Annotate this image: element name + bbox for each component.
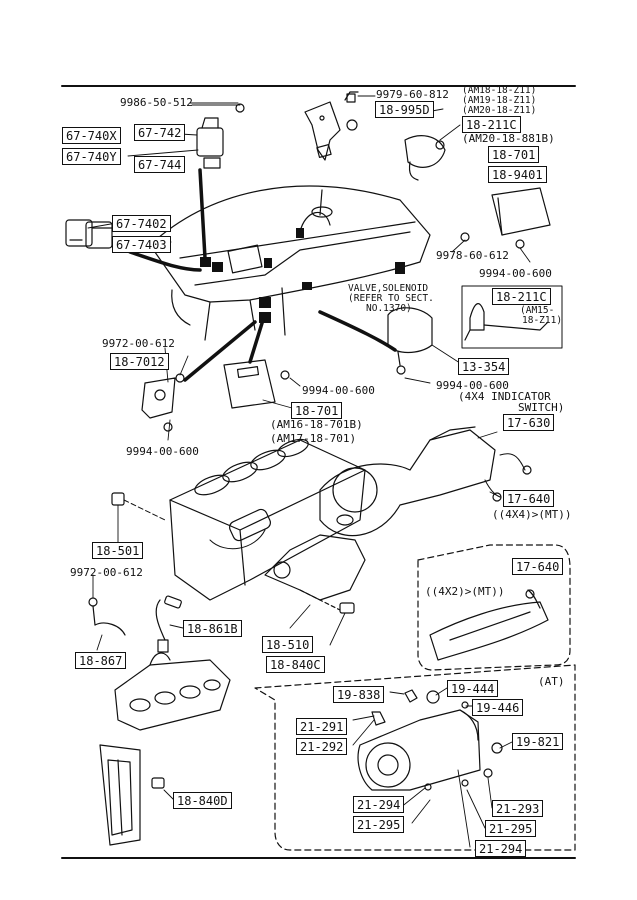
label-21-294-a: 21-294: [353, 796, 405, 813]
label-9994-00-600-c: 9994-00-600: [436, 379, 509, 392]
label-9994-00-600-a: 9994-00-600: [479, 267, 552, 280]
label-21-292: 21-292: [296, 738, 348, 755]
note-am15-z11: 18-Z11): [522, 315, 563, 326]
note-4x4-indicator: (4X4 INDICATOR: [458, 390, 551, 403]
label-18-840C: 18-840C: [266, 656, 325, 673]
label-67-7402: 67-7402: [112, 215, 171, 232]
label-19-446: 19-446: [472, 699, 524, 716]
note-4x4-mt: ((4X4)>(MT)): [492, 508, 572, 521]
label-19-838: 19-838: [333, 686, 385, 703]
label-67-740Y: 67-740Y: [62, 148, 121, 165]
label-67-742: 67-742: [134, 124, 186, 141]
label-21-295-a: 21-295: [353, 816, 405, 833]
at-region: [254, 664, 576, 851]
label-18-9401: 18-9401: [488, 166, 547, 183]
engine-block: [169, 438, 366, 601]
label-19-821: 19-821: [512, 733, 564, 750]
label-18-7012: 18-7012: [110, 353, 169, 370]
note-am19: (AM19-18-Z11): [462, 95, 537, 106]
label-18-211C-top: 18-211C: [462, 116, 521, 133]
note-indicator-switch: SWITCH): [518, 401, 565, 414]
note-am15: (AM15-: [520, 305, 555, 316]
exhaust-manifold: [264, 514, 366, 614]
sensor-18-501: [111, 492, 166, 543]
note-4x2-mt: ((4X2)>(MT)): [425, 585, 505, 598]
label-18-867: 18-867: [75, 652, 127, 669]
label-21-291: 21-291: [296, 718, 348, 735]
relays-67-7402: [65, 219, 113, 249]
sensor-18-211C: [404, 124, 461, 181]
label-9978-60-612: 9978-60-612: [436, 249, 509, 262]
bracket-18-995D: [304, 91, 376, 161]
label-9994-00-600-b: 9994-00-600: [302, 384, 375, 397]
label-18-701-top: 18-701: [488, 146, 540, 163]
label-19-444: 19-444: [447, 680, 499, 697]
label-9972-00-612-a: 9972-00-612: [102, 337, 175, 350]
frame-rail: [99, 744, 174, 846]
manifold-18-867: [114, 652, 231, 731]
label-18-211C-mid: 18-211C: [492, 288, 551, 305]
label-67-744: 67-744: [134, 156, 186, 173]
label-67-7403: 67-7403: [112, 236, 171, 253]
label-9972-00-612-b: 9972-00-612: [70, 566, 143, 579]
label-18-501: 18-501: [92, 542, 144, 559]
solenoid-13-354: [387, 307, 433, 384]
label-13-354: 13-354: [458, 358, 510, 375]
sensor-18-861B: [155, 595, 182, 653]
note-am17: (AM17-18-701): [270, 432, 357, 445]
label-9986-50-512: 9986-50-512: [120, 96, 193, 109]
transmission-4x4: [319, 426, 532, 537]
bracket-18-867: [88, 597, 126, 636]
note-am20-z11: (AM20-18-Z11): [462, 105, 537, 116]
label-9994-00-600-d: 9994-00-600: [126, 445, 199, 458]
label-9979-60-812: 9979-60-812: [376, 88, 449, 101]
label-18-840D: 18-840D: [173, 792, 232, 809]
inset-4x2: [417, 544, 571, 671]
label-21-294-b: 21-294: [475, 840, 527, 857]
module-18-701: [223, 359, 301, 409]
label-18-510: 18-510: [262, 636, 314, 653]
label-21-293: 21-293: [492, 800, 544, 817]
note-am20-881B: (AM20-18-881B): [462, 132, 555, 145]
note-am18: (AM18-18-Z11): [462, 85, 537, 96]
label-18-701-mid: 18-701: [291, 402, 343, 419]
label-21-295-b: 21-295: [485, 820, 537, 837]
note-sect-no: NO.1370): [366, 303, 412, 314]
note-refer-sect: (REFER TO SECT.: [348, 293, 434, 304]
label-67-740X: 67-740X: [62, 127, 121, 144]
transmission-at: [357, 689, 503, 791]
note-am16: (AM16-18-701B): [270, 418, 363, 431]
relay-67-742: [191, 103, 245, 169]
box-18-9401: [460, 187, 551, 249]
note-at: (AT): [538, 675, 565, 688]
note-valve-solenoid: VALVE,SOLENOID: [348, 283, 429, 294]
label-17-630: 17-630: [503, 414, 555, 431]
bracket-18-7012: [141, 373, 185, 432]
label-18-861B: 18-861B: [183, 620, 242, 637]
label-17-640-a: 17-640: [503, 490, 555, 507]
label-18-995D: 18-995D: [375, 101, 434, 118]
engine-bay-cowl: [149, 185, 431, 341]
inset-18-211C: [461, 285, 563, 349]
label-17-640-b: 17-640: [512, 558, 564, 575]
